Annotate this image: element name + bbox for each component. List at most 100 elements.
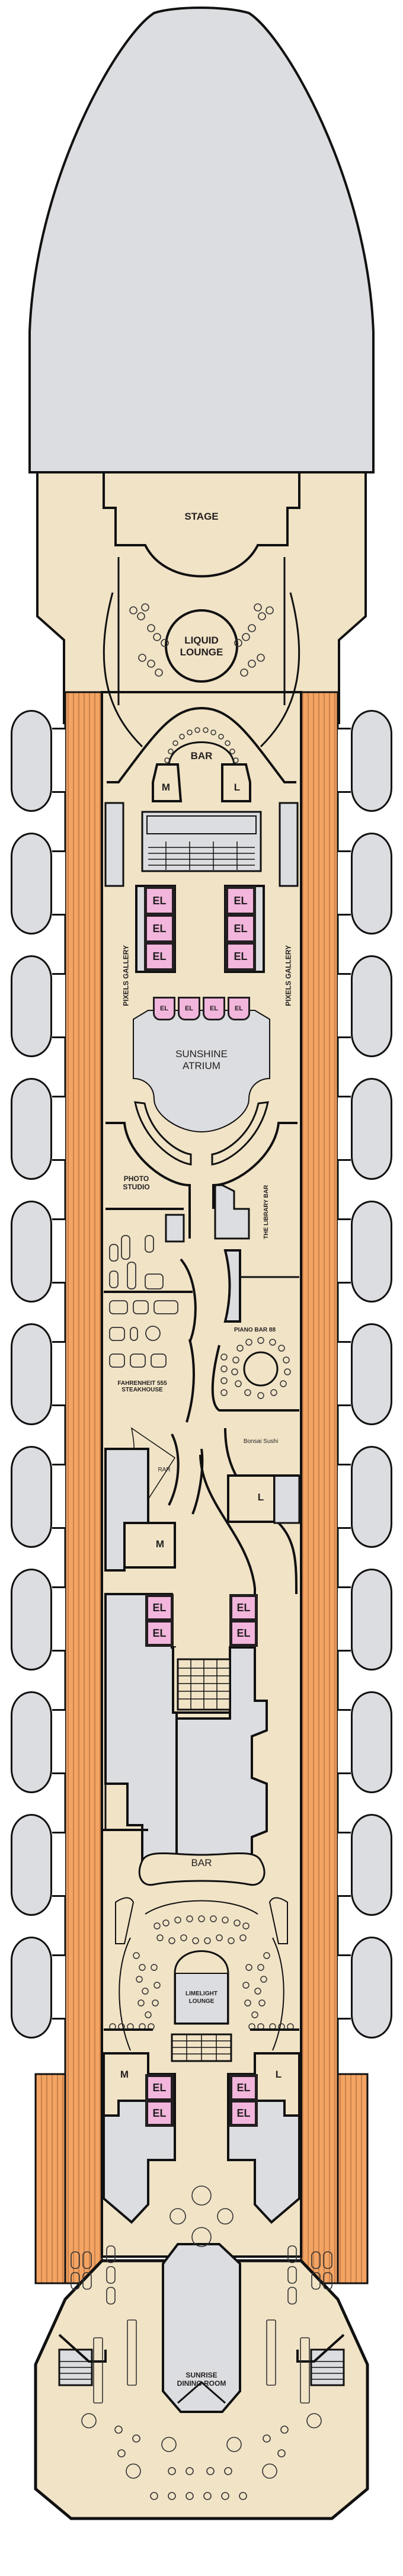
davit-port: [52, 1832, 65, 1897]
davit-starboard: [338, 1586, 351, 1652]
davit-starboard: [338, 728, 351, 793]
promenade-deck-port: [64, 691, 103, 2284]
lifeboat-starboard: [351, 1691, 392, 1793]
lifeboat-port: [11, 1201, 52, 1303]
elevator[interactable]: EL: [225, 914, 256, 943]
lifeboat-starboard: [351, 1201, 392, 1303]
lifeboat-starboard: [351, 1323, 392, 1425]
lifeboat-starboard: [351, 1937, 392, 2039]
davit-starboard: [338, 1341, 351, 1406]
label-liquid-lounge-1: LIQUID: [184, 635, 219, 646]
label-steakhouse-2: STEAKHOUSE: [121, 1387, 163, 1393]
lifeboat-starboard: [351, 1814, 392, 1916]
lifeboat-port: [11, 1323, 52, 1425]
label-piano-bar: PIANO BAR 88: [234, 1327, 276, 1333]
piano-bar-stage: [243, 1351, 279, 1387]
label-sunrise-dining-1: SUNRISE: [185, 2371, 218, 2379]
galley-mid-stbd: [175, 1646, 268, 1867]
davit-starboard: [338, 1954, 351, 2020]
elevator[interactable]: EL: [229, 1620, 258, 1647]
elevator[interactable]: EL: [145, 2074, 174, 2101]
lifeboat-port: [11, 1446, 52, 1548]
davit-starboard: [338, 1218, 351, 1284]
restroom-men-aft: [103, 2052, 149, 2117]
elevator[interactable]: EL: [144, 914, 175, 943]
elevator[interactable]: EL: [228, 997, 250, 1020]
davit-port: [52, 728, 65, 793]
elevator[interactable]: EL: [145, 2100, 174, 2127]
forward-lounge-block: [36, 471, 367, 724]
davit-starboard: [338, 850, 351, 916]
stage-outline: [103, 472, 300, 578]
elevator[interactable]: EL: [229, 2100, 258, 2127]
lifeboat-port: [11, 1814, 52, 1916]
label-restroom-men-forward: M: [161, 782, 171, 793]
davit-starboard: [338, 973, 351, 1038]
label-restroom-ladies-mid: L: [257, 1492, 264, 1503]
service-port-fwd: [104, 802, 124, 887]
label-restroom-ladies-aft: L: [275, 2069, 282, 2080]
lifeboat-starboard: [351, 1078, 392, 1180]
elevator[interactable]: EL: [225, 886, 256, 916]
lifeboat-port: [11, 1078, 52, 1180]
forward-bar-enclosure: [107, 706, 296, 783]
label-stage: STAGE: [184, 511, 219, 522]
atrium-stairs-stbd: [211, 1101, 269, 1166]
elevator[interactable]: EL: [145, 1594, 174, 1621]
promenade-deck-starboard: [300, 691, 339, 2284]
elevator[interactable]: EL: [153, 997, 175, 1020]
liquid-lounge-dancefloor: [165, 609, 238, 683]
label-pixels-gallery-starboard: PIXELS GALLERY: [284, 945, 293, 1006]
service-central: [223, 1249, 241, 1323]
elevator[interactable]: EL: [225, 942, 256, 971]
label-restroom-men-aft: M: [120, 2069, 129, 2080]
lifeboat-starboard: [351, 1446, 392, 1548]
lifeboat-port: [11, 710, 52, 812]
elevator[interactable]: EL: [145, 1620, 174, 1647]
label-limelight-2: LOUNGE: [188, 1998, 215, 2005]
davit-starboard: [338, 1832, 351, 1897]
lifeboat-starboard: [351, 955, 392, 1057]
label-rar: RAR: [158, 1467, 171, 1473]
elevator[interactable]: EL: [178, 997, 200, 1020]
elevator[interactable]: EL: [229, 2074, 258, 2101]
lifeboat-starboard: [351, 1569, 392, 1671]
davit-port: [52, 1586, 65, 1652]
label-limelight-1: LIMELIGHT: [185, 1991, 218, 1997]
restroom-ladies-aft: [254, 2052, 300, 2117]
service-library: [214, 1184, 250, 1240]
davit-port: [52, 973, 65, 1038]
davit-port: [52, 1464, 65, 1529]
davit-starboard: [338, 1464, 351, 1529]
restroom-men-mid: [123, 1522, 176, 1569]
label-sunrise-dining-2: DINING ROOM: [177, 2379, 226, 2388]
elevator[interactable]: EL: [144, 942, 175, 971]
label-steakhouse-1: FAHRENHEIT 555: [117, 1380, 167, 1387]
aft-bar: [138, 1852, 266, 1886]
service-photo: [165, 1214, 185, 1243]
sunshine-atrium: [133, 1010, 270, 1133]
lifeboat-port: [11, 955, 52, 1057]
davit-port: [52, 850, 65, 916]
lifeboat-starboard: [351, 833, 392, 935]
stern-deck-port: [34, 2073, 66, 2284]
label-bar-aft: BAR: [191, 1857, 212, 1868]
service-stbd-mid: [273, 1474, 300, 1524]
lifeboat-port: [11, 1937, 52, 2039]
lifeboat-port: [11, 833, 52, 935]
elevator[interactable]: EL: [144, 886, 175, 916]
stern-deck-starboard: [337, 2073, 369, 2284]
elevator[interactable]: EL: [203, 997, 225, 1020]
label-restroom-men-mid: M: [155, 1538, 165, 1550]
davit-port: [52, 1218, 65, 1284]
label-photo-studio-1: PHOTO: [123, 1175, 149, 1183]
davit-port: [52, 1096, 65, 1161]
elevator[interactable]: EL: [229, 1594, 258, 1621]
label-pixels-gallery-port: PIXELS GALLERY: [121, 945, 130, 1006]
davit-port: [52, 1954, 65, 2020]
atrium-stairs-port: [134, 1101, 192, 1166]
lifeboat-port: [11, 1569, 52, 1671]
davit-starboard: [338, 1709, 351, 1774]
label-sunshine-atrium-1: SUNSHINE: [175, 1048, 228, 1060]
label-liquid-lounge-2: LOUNGE: [180, 647, 223, 658]
